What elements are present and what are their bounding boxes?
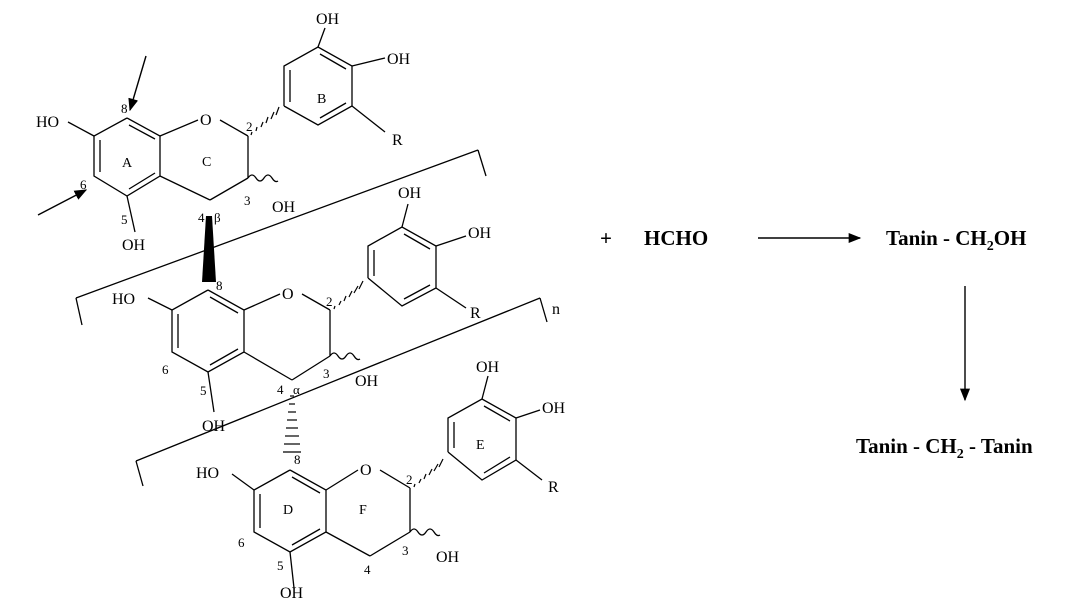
- mid-c3-oh: OH: [355, 373, 379, 390]
- bot-e-oh-right: OH: [542, 400, 566, 417]
- ring-middle-a: [171, 289, 245, 373]
- ring-f: [325, 469, 411, 557]
- reagent-hcho: HCHO: [644, 226, 708, 250]
- reactive-site-arrow-c8: [128, 55, 147, 112]
- bot-e-oh-upper: OH: [476, 359, 500, 376]
- top-flavan-unit: [67, 27, 386, 282]
- bot-ring-o: O: [360, 462, 372, 479]
- mid-b-oh-right: OH: [468, 225, 492, 242]
- bot-c5-oh: OH: [280, 585, 304, 598]
- top-c3-oh: OH: [272, 199, 296, 216]
- ring-label-c: C: [202, 155, 211, 170]
- bottom-flavan-unit: [231, 375, 543, 589]
- mid-c5-oh: OH: [202, 418, 226, 435]
- hashed-bond-top: [250, 106, 280, 136]
- repeat-n: n: [552, 301, 560, 318]
- pos-2-mid: 2: [326, 294, 333, 309]
- pos-6-mid: 6: [162, 362, 169, 377]
- pos-6-top: 6: [80, 177, 87, 192]
- alpha-label: α: [293, 382, 300, 397]
- bot-e-r: R: [548, 479, 559, 496]
- ring-b: [283, 46, 353, 126]
- top-ring-o: O: [200, 112, 212, 129]
- reaction: + HCHO Tanin - CH2OH Tanin - CH2 - Tanin: [600, 226, 1033, 462]
- pos-2-top: 2: [246, 119, 253, 134]
- ring-middle-b: [367, 226, 437, 307]
- pos-2-bot: 2: [406, 472, 413, 487]
- top-a-ho: HO: [36, 114, 59, 131]
- pos-4-mid: 4: [277, 382, 284, 397]
- product-methylene-bridged-tannin: Tanin - CH2 - Tanin: [856, 434, 1033, 462]
- pos-5-bot: 5: [277, 558, 284, 573]
- ring-label-f: F: [359, 503, 367, 518]
- pos-6-bot: 6: [238, 535, 245, 550]
- mid-b-r: R: [470, 305, 481, 322]
- beta-label: β: [214, 210, 221, 225]
- top-c5-oh: OH: [122, 237, 146, 254]
- pos-5-mid: 5: [200, 383, 207, 398]
- reactive-site-arrow-c6: [37, 189, 88, 216]
- pos-8-bot: 8: [294, 452, 301, 467]
- pos-8-mid: 8: [216, 278, 223, 293]
- ring-label-b: B: [317, 92, 326, 107]
- hashed-bond-middle: [333, 280, 364, 310]
- ring-label-d: D: [283, 503, 293, 518]
- plus-sign: +: [600, 226, 612, 250]
- repeat-unit-brackets: [75, 149, 548, 487]
- pos-3-top: 3: [244, 193, 251, 208]
- ring-middle-c: [243, 293, 331, 381]
- mid-b-oh-upper: OH: [398, 185, 422, 202]
- pos-8-top: 8: [121, 101, 128, 116]
- mid-a-ho: HO: [112, 291, 135, 308]
- pos-3-bot: 3: [402, 543, 409, 558]
- ring-label-a: A: [122, 156, 133, 171]
- hashed-alpha-bond: [283, 395, 301, 453]
- pos-4-top: 4: [198, 210, 205, 225]
- middle-flavan-unit: [147, 203, 467, 453]
- pos-5-top: 5: [121, 212, 128, 227]
- mid-ring-o: O: [282, 286, 294, 303]
- hashed-bond-bottom: [413, 458, 444, 488]
- pos-4-bot: 4: [364, 562, 371, 577]
- ring-c: [159, 119, 249, 201]
- ring-label-e: E: [476, 438, 485, 453]
- bot-d-ho: HO: [196, 465, 219, 482]
- top-b-r: R: [392, 132, 403, 149]
- top-b-oh-upper: OH: [316, 11, 340, 28]
- structure-labels: OH OH R HO O OH OH A B C 8 2 6 3 5 4 β O…: [36, 11, 566, 598]
- pos-3-mid: 3: [323, 366, 330, 381]
- product-methylol-tannin: Tanin - CH2OH: [886, 226, 1026, 254]
- top-b-oh-right: OH: [387, 51, 411, 68]
- bot-c3-oh: OH: [436, 549, 460, 566]
